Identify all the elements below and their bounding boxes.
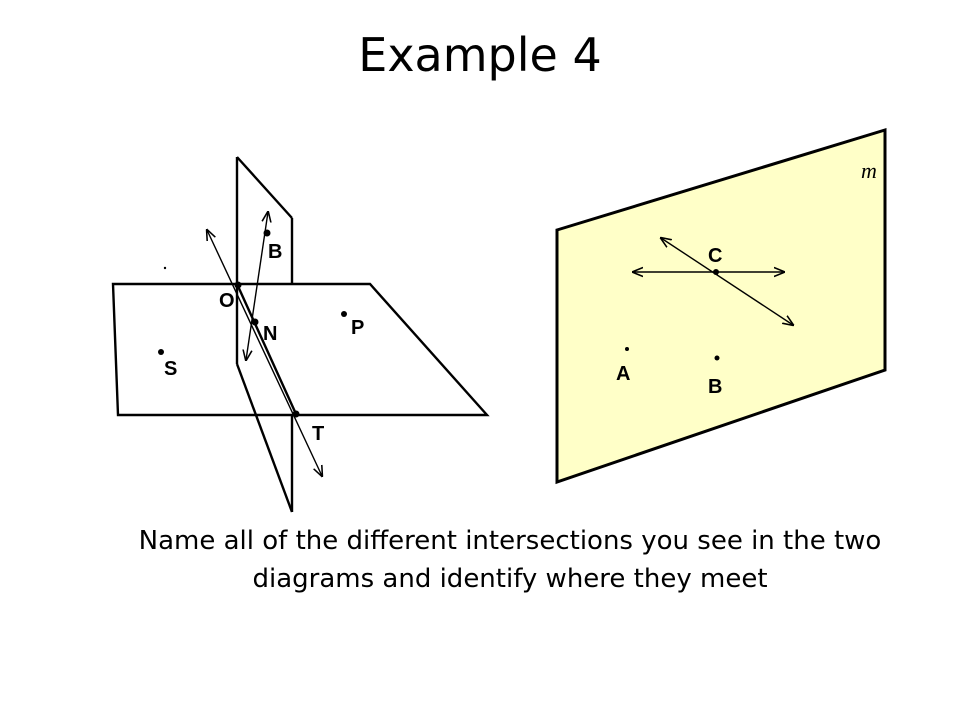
plane-m bbox=[555, 127, 887, 485]
point-p bbox=[341, 311, 347, 317]
point-n bbox=[251, 318, 259, 326]
label-t: T bbox=[312, 423, 324, 445]
line-through-b bbox=[246, 212, 268, 360]
label-c: C bbox=[708, 245, 722, 267]
point-o bbox=[234, 281, 242, 289]
intersecting-planes-diagram: B O N P S T bbox=[111, 156, 490, 513]
label-b-right: B bbox=[708, 376, 722, 398]
horizontal-plane bbox=[111, 282, 490, 417]
slide-title: Example 4 bbox=[358, 28, 602, 82]
label-p: P bbox=[351, 317, 364, 339]
plane-intersection-line bbox=[235, 283, 298, 415]
label-s: S bbox=[164, 358, 177, 380]
label-n: N bbox=[263, 323, 277, 345]
instruction-text: Name all of the different intersections … bbox=[138, 526, 882, 594]
stray-dot bbox=[163, 266, 167, 270]
point-a bbox=[625, 347, 629, 351]
plane-m-diagram: m C A B bbox=[555, 127, 887, 485]
label-a: A bbox=[616, 363, 630, 385]
point-t bbox=[292, 410, 300, 418]
label-o: O bbox=[219, 290, 235, 312]
point-c bbox=[713, 269, 719, 275]
label-plane-m: m bbox=[861, 158, 877, 183]
point-b bbox=[263, 229, 271, 237]
diagonal-line bbox=[661, 238, 793, 325]
label-b: B bbox=[268, 241, 282, 263]
point-s bbox=[158, 349, 164, 355]
point-b-right bbox=[714, 355, 720, 361]
